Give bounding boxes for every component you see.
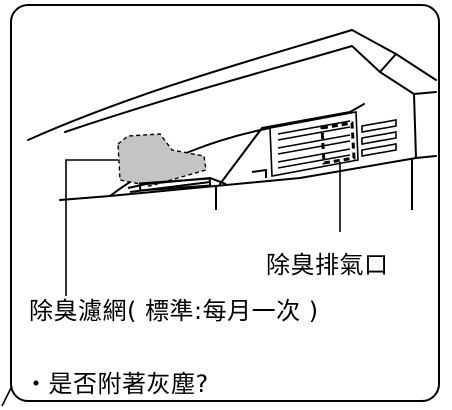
unit-front-base xyxy=(59,195,111,201)
frame-tail xyxy=(1,385,13,407)
unit-base-line xyxy=(109,157,417,197)
leader-lines xyxy=(1,159,341,407)
unit-lower-panel xyxy=(219,103,365,185)
unit-front-curve xyxy=(109,127,271,197)
unit-top-curve-outer xyxy=(27,29,353,141)
dust-check-label: ・是否附著灰塵? xyxy=(24,370,209,398)
deodorizing-filter-label: 除臭濾網( 標準:每月一次 ) xyxy=(29,297,319,325)
unit-back-edge xyxy=(395,53,437,81)
exhaust-port-highlight xyxy=(320,121,356,165)
exhaust-port-grille xyxy=(269,111,397,177)
exhaust-port-label: 除臭排氣口 xyxy=(266,251,389,279)
unit-legs xyxy=(215,158,413,210)
diagram-frame xyxy=(10,4,440,402)
unit-top-lip xyxy=(351,29,397,73)
unit-top-curve-inner xyxy=(64,45,353,133)
deodorizing-filter-shape xyxy=(117,133,207,187)
unit-right-face-edge xyxy=(413,93,437,159)
filter-slot xyxy=(127,176,227,193)
filter-leader xyxy=(65,159,118,296)
